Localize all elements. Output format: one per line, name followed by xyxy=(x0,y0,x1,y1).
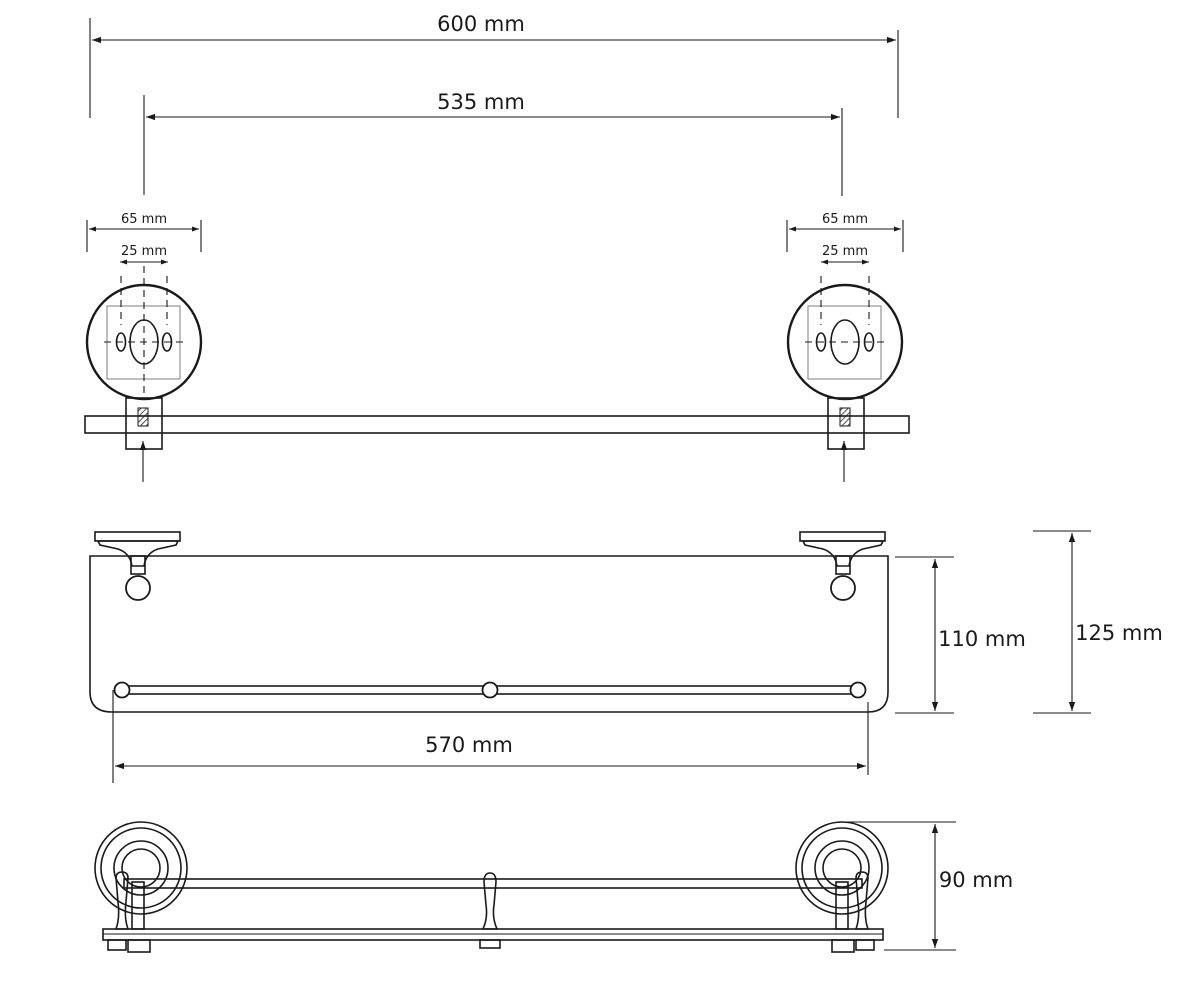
dim-label-rail-length: 570 mm xyxy=(425,733,513,757)
dim-label-right-flange: 65 mm xyxy=(822,212,868,227)
top-view: 600 mm 535 mm 65 mm 25 mm 65 mm xyxy=(84,12,910,482)
dim-rail-length: 570 mm xyxy=(112,690,869,783)
front-view: 570 mm 110 mm 125 mm xyxy=(89,530,1163,783)
left-rail-posts xyxy=(107,871,151,953)
dim-right-flange: 65 mm xyxy=(786,212,904,252)
dim-glass-height: 110 mm xyxy=(895,556,1026,714)
dim-total-height: 125 mm xyxy=(1033,530,1163,714)
dim-label-left-flange: 65 mm xyxy=(121,212,167,227)
left-wall-mount xyxy=(85,266,203,482)
dim-depth: 90 mm xyxy=(845,821,1013,951)
right-wall-mount xyxy=(786,276,904,482)
left-front-bracket xyxy=(94,531,181,601)
side-rail xyxy=(123,878,863,889)
left-set-screw-icon xyxy=(137,407,149,427)
dim-label-glass-height: 110 mm xyxy=(938,627,1026,651)
side-view: 90 mm xyxy=(94,821,1013,953)
front-rail xyxy=(113,681,867,699)
dim-left-flange: 65 mm xyxy=(86,212,202,252)
dim-label-depth: 90 mm xyxy=(939,868,1013,892)
left-rosette xyxy=(94,821,188,915)
dim-label-left-hole-spacing: 25 mm xyxy=(121,244,167,259)
dim-right-hole-spacing: 25 mm xyxy=(821,244,869,265)
dim-label-mount-spacing: 535 mm xyxy=(437,90,525,114)
dim-label-right-hole-spacing: 25 mm xyxy=(822,244,868,259)
middle-rail-post xyxy=(479,872,501,949)
dim-overall-width: 600 mm xyxy=(89,12,899,118)
right-rail-posts xyxy=(831,871,875,953)
dim-label-total-height: 125 mm xyxy=(1075,621,1163,645)
dim-mount-spacing: 535 mm xyxy=(143,90,843,196)
right-front-bracket xyxy=(799,531,886,601)
dim-left-hole-spacing: 25 mm xyxy=(120,244,168,265)
right-set-screw-icon xyxy=(839,407,851,427)
shelf-top-outline xyxy=(84,415,910,434)
dim-label-overall-width: 600 mm xyxy=(437,12,525,36)
right-rosette xyxy=(795,821,889,915)
